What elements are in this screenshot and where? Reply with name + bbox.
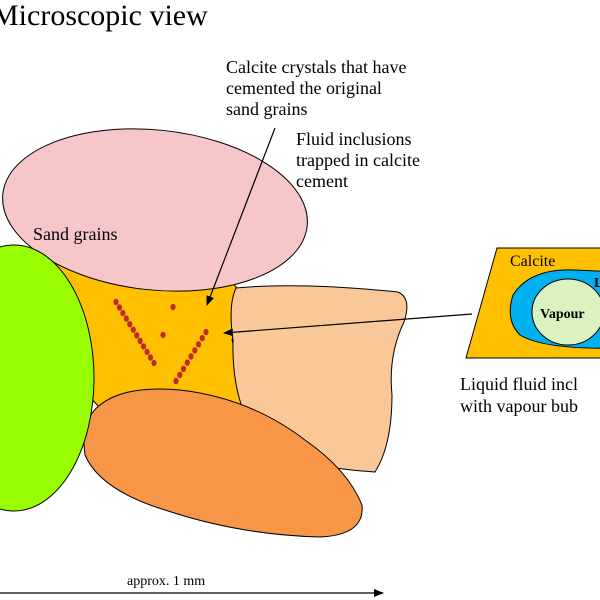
fluid-inclusion-dots: [113, 298, 209, 385]
fluid-inclusion-dot: [195, 341, 202, 348]
fluid-inclusion-dot: [120, 309, 126, 317]
fluid-inclusion-dot: [180, 365, 187, 372]
fluid-inclusion-dot: [192, 347, 198, 354]
fluid-inclusion-dot: [170, 303, 176, 311]
label-calcite-crystals: Calcite crystals that have cemented the …: [226, 57, 411, 119]
inclusion-inset: Calcite Vapour L: [465, 247, 600, 359]
diagram-title: Microscopic view: [0, 0, 208, 32]
fluid-inclusion-dot: [144, 348, 150, 356]
fluid-inclusion-dot: [160, 331, 166, 339]
fluid-inclusion-dot: [147, 354, 154, 361]
fluid-inclusion-dot: [199, 334, 205, 342]
fluid-inclusion-dot: [127, 321, 133, 328]
sand-grain-orange: [83, 388, 363, 538]
fluid-inclusion-dot: [123, 315, 129, 322]
fluid-inclusion-dot: [141, 343, 147, 350]
fluid-inclusion-dot: [184, 359, 190, 366]
inset-label-vapour: Vapour: [540, 307, 585, 322]
fluid-inclusion-dot: [203, 328, 209, 336]
inclusion-pointer-arrow: [223, 313, 473, 337]
label-liquid-inclusion: Liquid fluid incl with vapour bub: [460, 374, 582, 416]
fluid-inclusion-dot: [130, 326, 136, 333]
fluid-inclusion-dot: [151, 359, 157, 367]
scale-label: approx. 1 mm: [127, 574, 205, 589]
fluid-inclusion-dot: [177, 371, 183, 379]
sand-grain-pink: [2, 128, 308, 292]
inset-vapour-bubble: [531, 278, 600, 346]
label-sand-grains: Sand grains: [33, 224, 118, 244]
inset-label-calcite: Calcite: [510, 253, 555, 270]
fluid-inclusion-dot: [134, 332, 140, 339]
calcite-pointer-arrow: [206, 127, 276, 306]
label-fluid-inclusions: Fluid inclusions trapped in calcite ceme…: [296, 129, 424, 191]
fluid-inclusion-dot: [188, 353, 194, 360]
fluid-inclusion-dot: [137, 337, 143, 344]
fluid-inclusion-dot: [113, 298, 119, 306]
fluid-inclusion-dot: [116, 304, 123, 311]
fluid-inclusion-dot: [173, 377, 179, 385]
inset-label-liquid: L: [594, 276, 600, 291]
sand-grain-green: [0, 244, 95, 512]
